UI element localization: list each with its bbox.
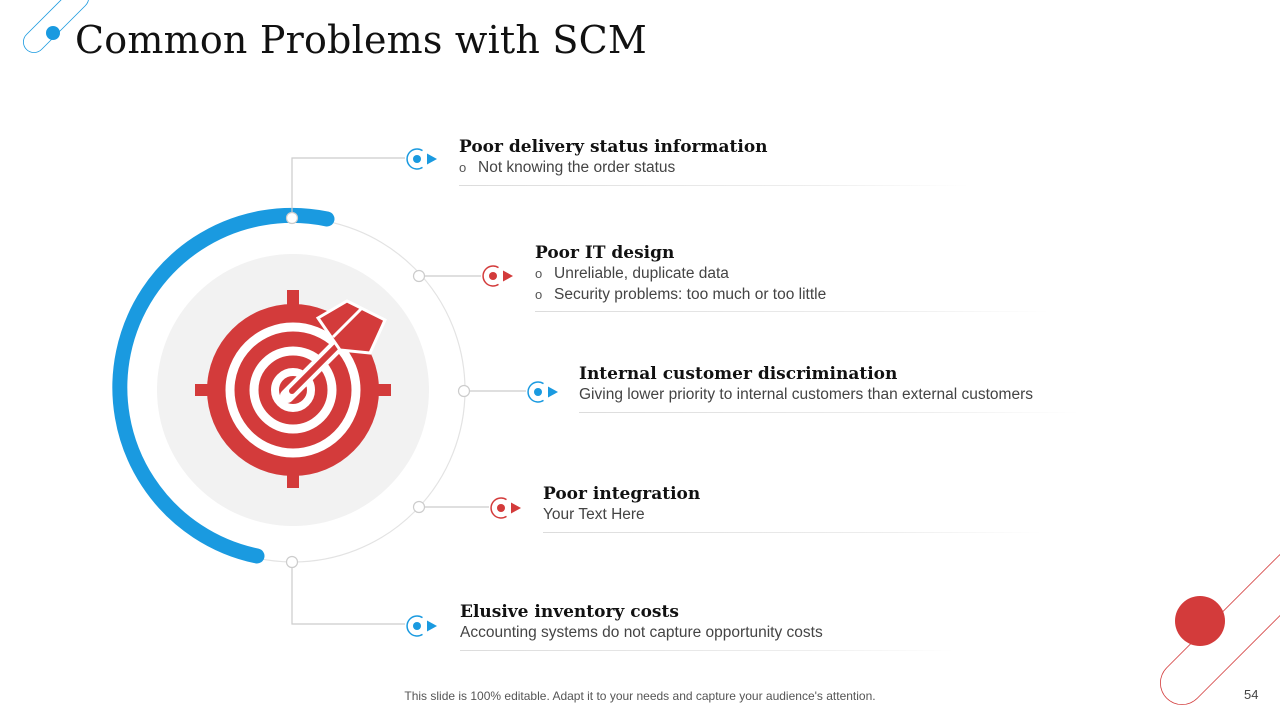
problem-item-integration: Poor integration Your Text Here (543, 483, 1043, 533)
item-text: Giving lower priority to internal custom… (579, 386, 1033, 403)
problem-item-internal-discrimination: Internal customer discrimination Giving … (579, 363, 1079, 413)
item-heading: Elusive inventory costs (460, 602, 679, 622)
item-bullet: o Unreliable, duplicate data (535, 264, 1050, 285)
item-divider (535, 311, 1050, 312)
slide-footer: This slide is 100% editable. Adapt it to… (404, 689, 876, 703)
bottom-right-decoration (1160, 554, 1280, 705)
marker-3-pointer-arrow-icon (527, 381, 558, 403)
item-heading: Poor integration (543, 484, 701, 504)
marker-1-pointer-arrow-icon (406, 148, 437, 170)
slide-title: Common Problems with SCM (75, 18, 647, 62)
item-text: Security problems: too much or too littl… (554, 285, 827, 303)
target-arrow-icon (195, 290, 391, 488)
marker-2-pointer-arrow-icon (482, 265, 513, 287)
item-divider (459, 184, 969, 186)
item-divider (579, 411, 1079, 413)
page-number: 54 (1244, 687, 1259, 702)
problem-item-inventory-costs: Elusive inventory costs Accounting syste… (460, 601, 955, 651)
connector-1 (285, 157, 405, 225)
problem-item-it-design: Poor IT design o Unreliable, duplicate da… (535, 242, 1050, 312)
connector-2 (412, 269, 481, 283)
top-left-decoration (23, 0, 89, 53)
item-text: Accounting systems do not capture opport… (460, 624, 823, 641)
item-text: Unreliable, duplicate data (554, 265, 729, 282)
connector-4 (412, 500, 489, 514)
bullet-marker: o (535, 266, 543, 281)
item-text: Not knowing the order status (478, 159, 676, 176)
item-divider (543, 531, 1043, 533)
item-divider (460, 649, 955, 651)
item-heading: Poor delivery status information (459, 137, 768, 157)
item-text: Your Text Here (543, 506, 645, 523)
item-bullet: o Security problems: too much or too litt… (535, 285, 1050, 306)
item-heading: Poor IT design (535, 243, 675, 263)
item-bullet: o Not knowing the order status (459, 158, 969, 179)
progress-arc (112, 207, 335, 564)
bullet-marker: o (459, 160, 467, 175)
connector-5 (285, 555, 405, 625)
item-heading: Internal customer discrimination (579, 364, 898, 384)
bullet-marker: o (535, 286, 543, 302)
marker-5-pointer-arrow-icon (406, 615, 437, 637)
connector-3 (457, 384, 526, 398)
problem-item-delivery-status: Poor delivery status information o Not kn… (459, 136, 969, 186)
marker-4-pointer-arrow-icon (490, 497, 521, 519)
